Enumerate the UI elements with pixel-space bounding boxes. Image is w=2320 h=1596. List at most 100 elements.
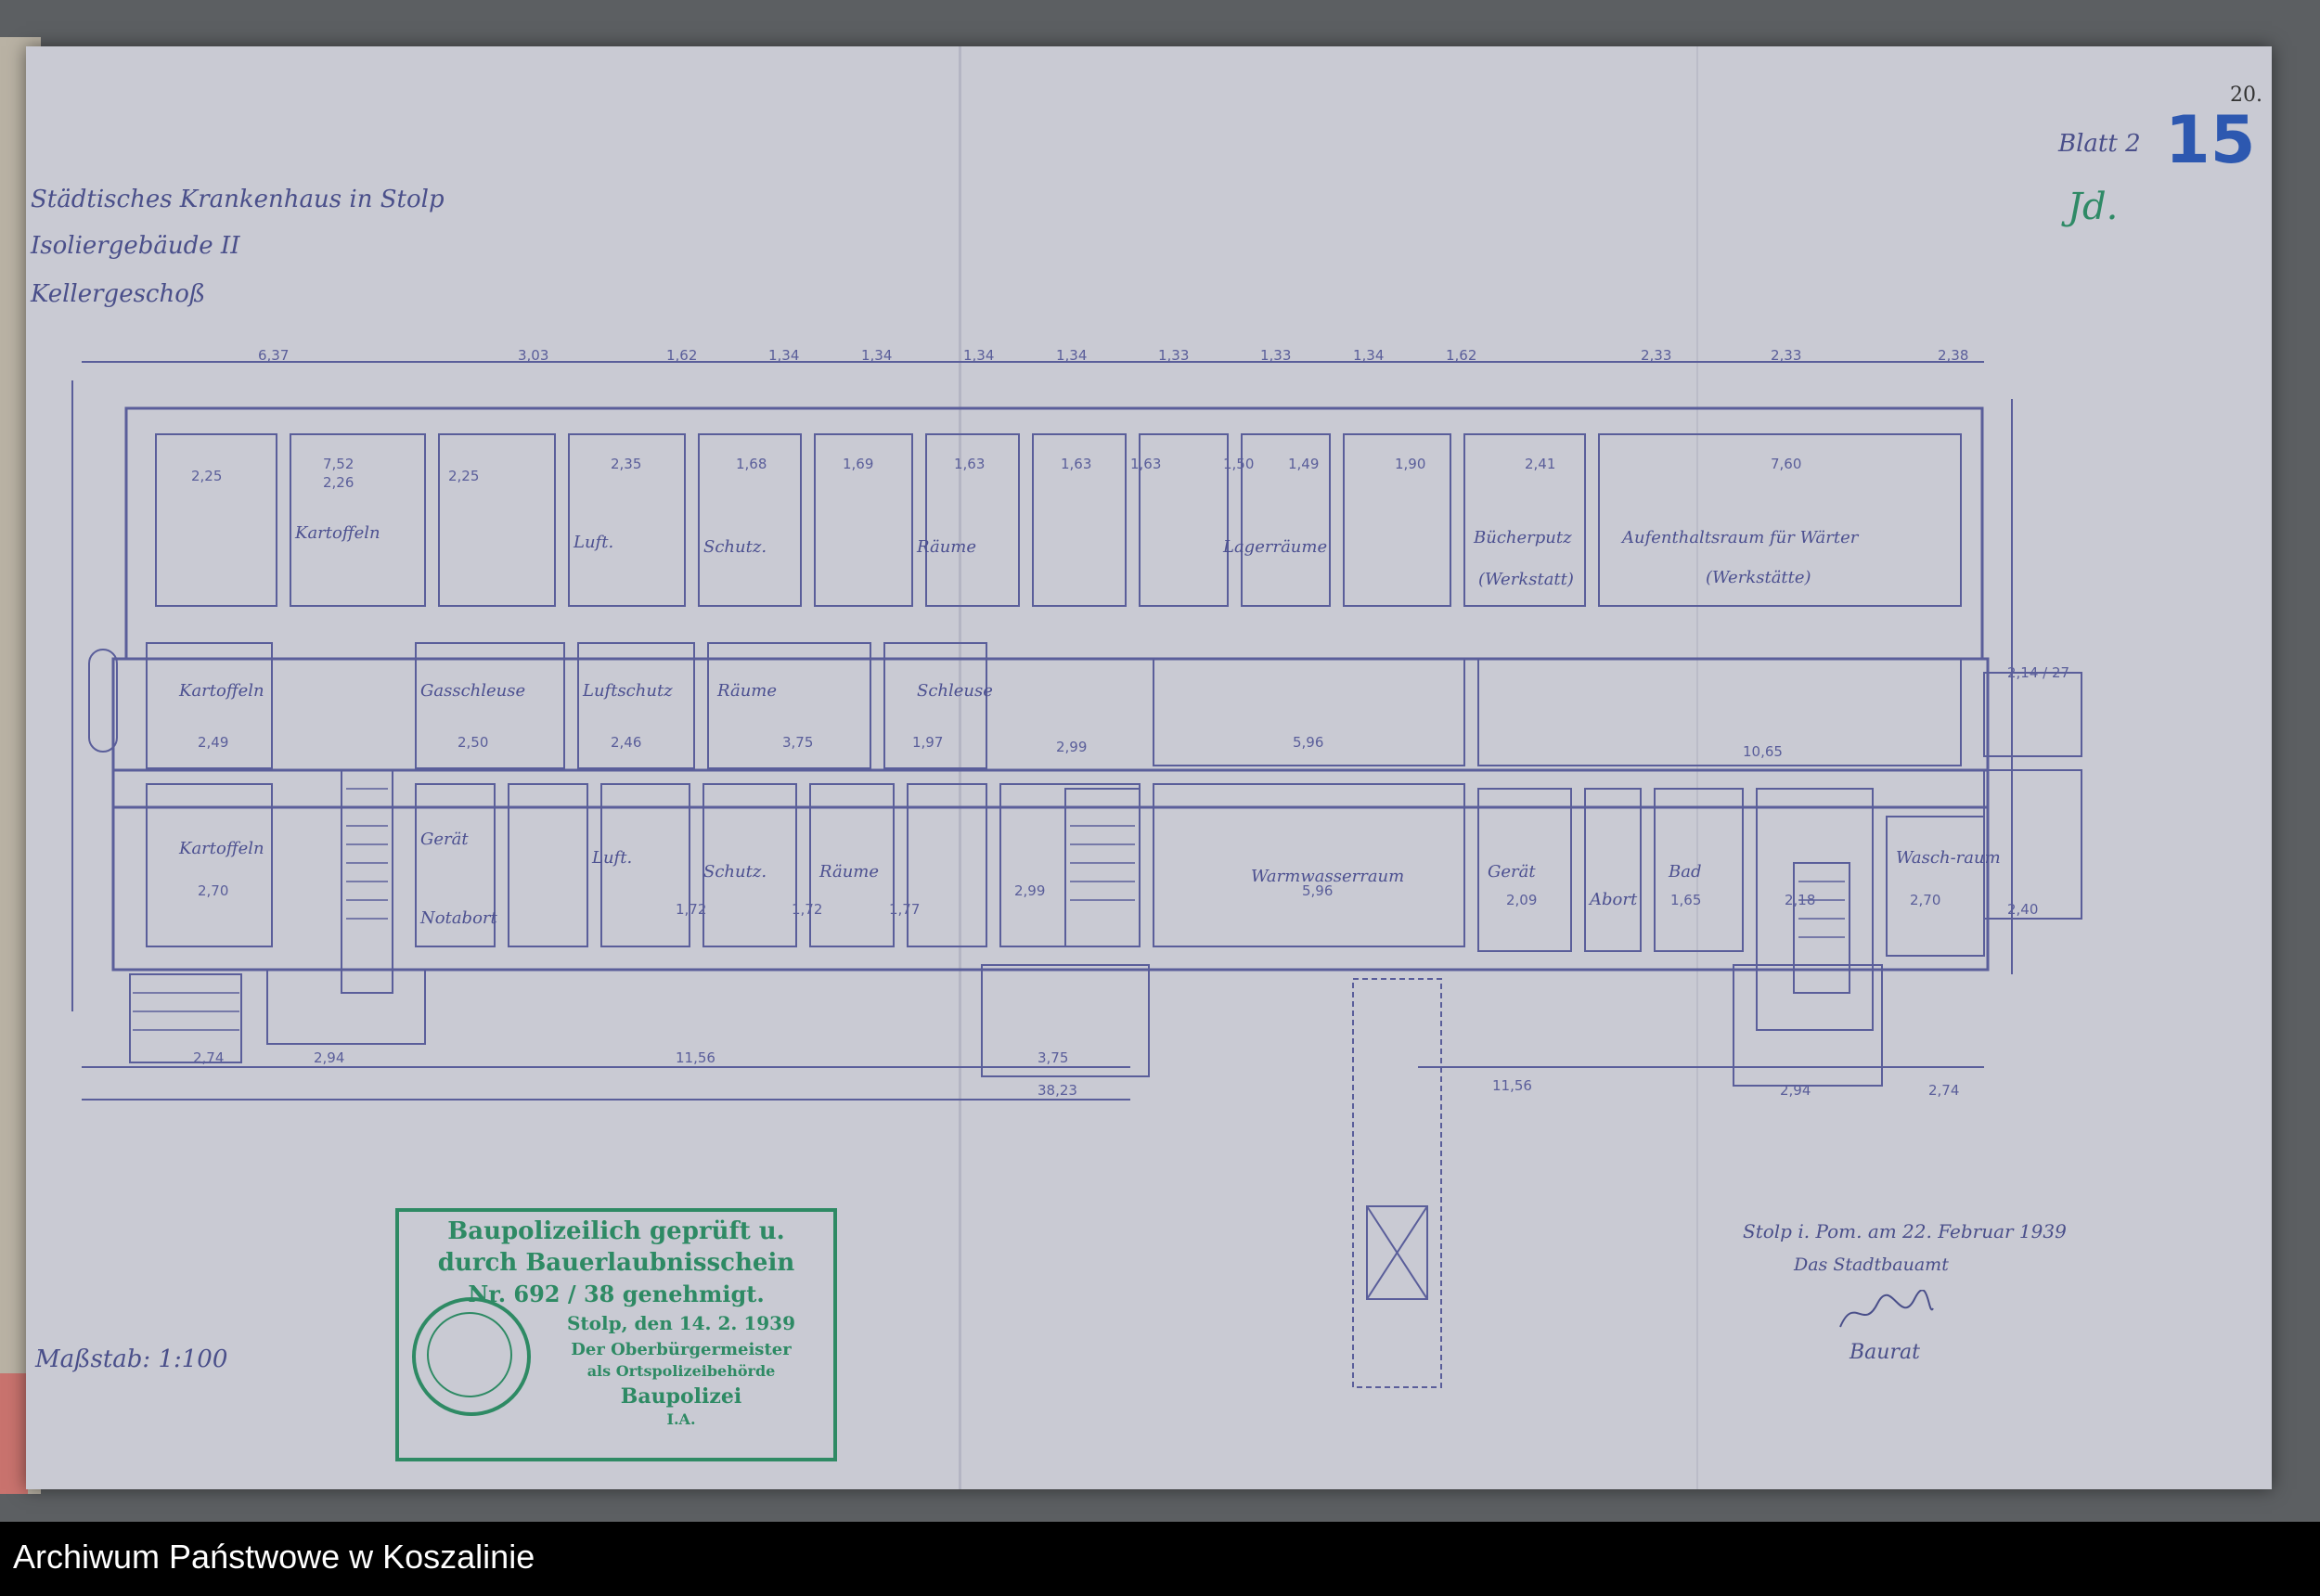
dim-bottom-3: 3,75 xyxy=(1038,1049,1068,1066)
dim-top-12: 1,62 xyxy=(1446,347,1476,364)
drawing-sheet: Städtisches Krankenhaus in Stolp Isolier… xyxy=(26,46,2272,1489)
binding-edge-red-tab xyxy=(0,1373,28,1494)
dim-room-4: 2,35 xyxy=(611,456,641,472)
room-gerat-2: Gerät xyxy=(1488,862,1536,882)
dim-low-7: 2,99 xyxy=(1014,882,1045,899)
dim-room-13: 2,41 xyxy=(1525,456,1555,472)
room-lagerraume: Lagerräume xyxy=(1222,537,1327,557)
stamp-line-5: Der Oberbürgermeister xyxy=(571,1340,792,1359)
dim-top-4: 1,62 xyxy=(666,347,697,364)
room-aufenthalt-sub: (Werkstätte) xyxy=(1706,568,1811,587)
dim-low-13: 2,70 xyxy=(1910,892,1940,908)
dim-low-0: 2,70 xyxy=(198,882,228,899)
dim-bottom-0: 2,74 xyxy=(193,1049,224,1066)
room-kartoffeln-1: Kartoffeln xyxy=(294,523,380,543)
sheet-label: Blatt 2 xyxy=(2058,130,2141,158)
dim-room-7: 1,63 xyxy=(954,456,985,472)
stamp-line-1: Baupolizeilich geprüft u. xyxy=(447,1217,785,1245)
dim-top-0: 6,37 xyxy=(258,347,289,364)
room-gerat-1: Gerät xyxy=(420,830,469,849)
room-abort: Abort xyxy=(1588,890,1638,909)
dim-mid-7: 10,65 xyxy=(1743,743,1783,760)
room-kartoffeln-3: Kartoffeln xyxy=(178,839,264,858)
room-waschraum: Wasch-raum xyxy=(1896,848,2001,868)
stamp-line-2: durch Bauerlaubnisschein xyxy=(437,1249,795,1277)
dim-room-6: 1,69 xyxy=(843,456,873,472)
dim-top-10: 1,33 xyxy=(1260,347,1291,364)
dim-mid-6: 5,96 xyxy=(1293,734,1323,751)
dim-top-8: 1,34 xyxy=(1056,347,1087,364)
dim-bottom-5: 11,56 xyxy=(1492,1077,1532,1094)
room-schutz-2: Schutz. xyxy=(703,862,767,882)
room-aufenthalt: Aufenthaltsraum für Wärter xyxy=(1620,528,1860,547)
room-gasschleuse: Gasschleuse xyxy=(420,681,525,701)
stamp-line-6: als Ortspolizeibehörde xyxy=(586,1362,776,1380)
dim-top-6: 1,34 xyxy=(861,347,892,364)
sheet-number: 15 xyxy=(2165,102,2256,178)
dim-room-12: 1,90 xyxy=(1395,456,1425,472)
dim-low-11: 1,65 xyxy=(1670,892,1701,908)
dim-room-1: 7,52 xyxy=(323,456,354,472)
signature-office: Das Stadtbauamt xyxy=(1794,1255,1949,1275)
dim-top-9: 1,33 xyxy=(1158,347,1189,364)
dim-top-16: 2,33 xyxy=(1771,347,1801,364)
dim-room-5: 1,68 xyxy=(736,456,767,472)
room-luft-1: Luft. xyxy=(573,533,613,552)
title-line-2: Isoliergebäude II xyxy=(31,232,240,260)
stamp-line-8: I.A. xyxy=(666,1410,696,1428)
stamp-line-3: Nr. 692 / 38 genehmigt. xyxy=(468,1281,765,1307)
dim-low-4: 1,72 xyxy=(676,901,706,918)
dim-low-12: 2,18 xyxy=(1785,892,1815,908)
dim-room-10: 1,50 xyxy=(1223,456,1254,472)
room-bucheputz: Bücherputz xyxy=(1473,528,1572,547)
room-werkstatt: (Werkstatt) xyxy=(1478,570,1574,589)
room-luft-2: Luft. xyxy=(591,848,632,868)
dim-top-5: 1,34 xyxy=(768,347,799,364)
room-raume-2: Räume xyxy=(716,681,777,701)
dim-window: 2,14 / 27 xyxy=(2007,664,2069,681)
room-kartoffeln-2: Kartoffeln xyxy=(178,681,264,701)
dim-room-11: 1,49 xyxy=(1288,456,1319,472)
dim-mid-0: 2,49 xyxy=(198,734,228,751)
dim-low-15: 2,40 xyxy=(2007,901,2038,918)
dim-low-5: 1,72 xyxy=(792,901,822,918)
scale-note: Maßstab: 1:100 xyxy=(35,1345,228,1373)
signature-scribble xyxy=(1839,1290,1934,1328)
dim-mid-2: 2,46 xyxy=(611,734,641,751)
dim-room-9: 1,63 xyxy=(1130,456,1161,472)
approval-stamp: Baupolizeilich geprüft u. durch Bauerlau… xyxy=(395,1208,837,1461)
dim-bottom-7: 2,74 xyxy=(1928,1082,1959,1099)
title-line-1: Städtisches Krankenhaus in Stolp xyxy=(31,186,445,213)
scanned-sheet-background: Städtisches Krankenhaus in Stolp Isolier… xyxy=(0,0,2320,1522)
dim-bottom-4: 38,23 xyxy=(1038,1082,1077,1099)
dim-top-11: 1,34 xyxy=(1353,347,1384,364)
page-number: 20. xyxy=(2230,84,2262,107)
signature-date: Stolp i. Pom. am 22. Februar 1939 xyxy=(1743,1220,2067,1242)
room-schutz-1: Schutz. xyxy=(703,537,767,557)
fold-line xyxy=(1696,46,1698,1489)
dim-top-18: 2,38 xyxy=(1938,347,1968,364)
dim-mid-4: 1,97 xyxy=(912,734,943,751)
room-raume-1: Räume xyxy=(916,537,976,557)
dim-bottom-6: 2,94 xyxy=(1780,1082,1811,1099)
dim-room-3: 2,25 xyxy=(448,468,479,484)
dim-room-8: 1,63 xyxy=(1061,456,1091,472)
dim-mid-5: 2,99 xyxy=(1056,739,1087,755)
room-notabort: Notabort xyxy=(419,908,498,928)
room-luftschutz: Luftschutz xyxy=(582,681,673,701)
dim-mid-3: 3,75 xyxy=(782,734,813,751)
initials: Jd. xyxy=(2068,186,2119,228)
dim-room-2: 2,26 xyxy=(323,474,354,491)
signature-title: Baurat xyxy=(1850,1341,1920,1364)
dim-low-6: 1,77 xyxy=(889,901,920,918)
archive-footer-bar xyxy=(0,1522,2320,1596)
room-raume-3: Räume xyxy=(818,862,879,882)
dim-low-9: 2,09 xyxy=(1506,892,1537,908)
room-warmwasser: Warmwasserraum xyxy=(1251,867,1404,886)
dim-bottom-1: 2,94 xyxy=(314,1049,344,1066)
dim-bottom-2: 11,56 xyxy=(676,1049,715,1066)
dim-top-7: 1,34 xyxy=(963,347,994,364)
dim-mid-1: 2,50 xyxy=(458,734,488,751)
title-line-3: Kellergeschoß xyxy=(31,280,206,308)
dim-room-0: 2,25 xyxy=(191,468,222,484)
